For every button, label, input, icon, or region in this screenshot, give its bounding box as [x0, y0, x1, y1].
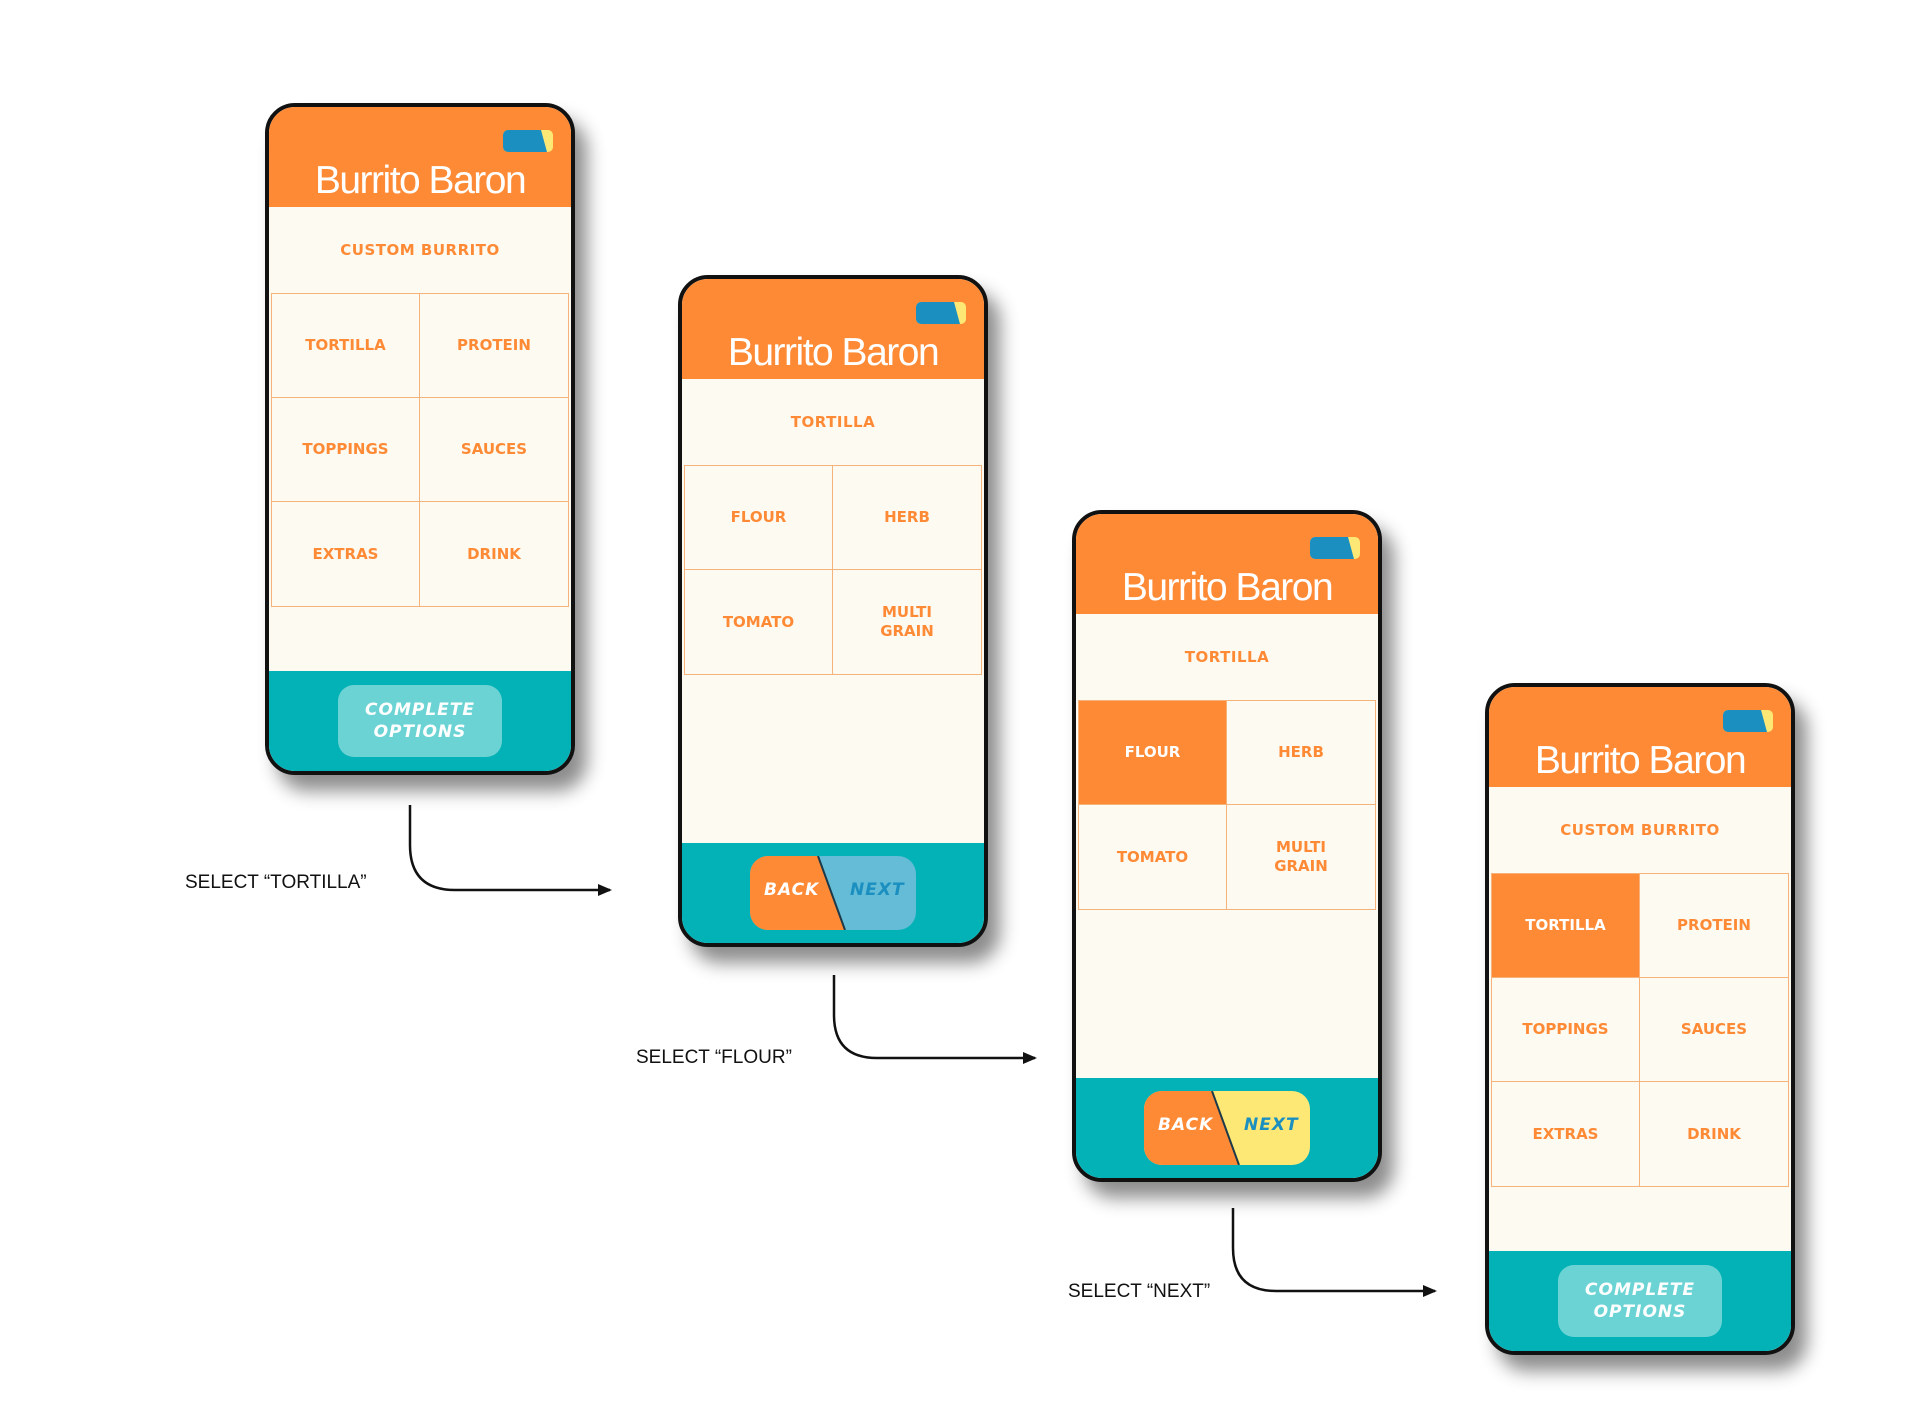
credit-card-icon[interactable] — [1723, 710, 1773, 732]
screen-title: TORTILLA — [790, 413, 876, 431]
option-protein[interactable]: PROTEIN — [1640, 874, 1789, 978]
back-button[interactable]: BACK — [1158, 1115, 1214, 1135]
option-tortilla[interactable]: TORTILLA — [271, 294, 420, 398]
option-tomato[interactable]: TOMATO — [1078, 805, 1227, 909]
credit-card-icon[interactable] — [1310, 537, 1360, 559]
app-header: Burrito Baron — [682, 279, 984, 379]
option-sauces[interactable]: SAUCES — [420, 398, 569, 502]
arrow-step-1 — [408, 805, 612, 896]
back-next-control: BACK NEXT — [1144, 1091, 1310, 1165]
screen-title: CUSTOM BURRITO — [1560, 821, 1720, 839]
option-multi-grain[interactable]: MULTI GRAIN — [833, 570, 982, 674]
app-header: Burrito Baron — [1489, 687, 1791, 787]
option-flour[interactable]: FLOUR — [1078, 701, 1227, 805]
option-multi-grain[interactable]: MULTI GRAIN — [1227, 805, 1376, 909]
option-toppings[interactable]: TOPPINGS — [1491, 978, 1640, 1082]
option-extras[interactable]: EXTRAS — [1491, 1082, 1640, 1186]
step-label-select-tortilla: SELECT “TORTILLA” — [185, 872, 367, 893]
brand-logo: Burrito Baron — [314, 159, 527, 202]
option-herb[interactable]: HERB — [833, 466, 982, 570]
back-button[interactable]: BACK — [764, 880, 820, 900]
step-label-select-flour: SELECT “FLOUR” — [636, 1047, 792, 1068]
next-button[interactable]: NEXT — [1244, 1115, 1299, 1135]
next-button[interactable]: NEXT — [850, 880, 905, 900]
option-tomato[interactable]: TOMATO — [684, 570, 833, 674]
screen-title: TORTILLA — [1184, 648, 1270, 666]
option-toppings[interactable]: TOPPINGS — [271, 398, 420, 502]
arrow-step-3 — [1231, 1208, 1437, 1297]
action-footer: BACK NEXT — [1076, 1078, 1378, 1178]
option-protein[interactable]: PROTEIN — [420, 294, 569, 398]
action-footer: BACK NEXT — [682, 843, 984, 943]
brand-logo: Burrito Baron — [1534, 739, 1747, 782]
app-header: Burrito Baron — [1076, 514, 1378, 614]
complete-options-button[interactable]: COMPLETE OPTIONS — [1558, 1265, 1722, 1337]
back-button-bg — [1144, 1091, 1239, 1165]
option-drink[interactable]: DRINK — [1640, 1082, 1789, 1186]
app-header: Burrito Baron — [269, 107, 571, 207]
back-next-control: BACK NEXT — [750, 856, 916, 930]
credit-card-icon[interactable] — [503, 130, 553, 152]
step-label-select-next: SELECT “NEXT” — [1068, 1281, 1211, 1302]
option-extras[interactable]: EXTRAS — [271, 502, 420, 606]
credit-card-icon[interactable] — [916, 302, 966, 324]
option-tortilla[interactable]: TORTILLA — [1491, 874, 1640, 978]
brand-logo: Burrito Baron — [1121, 566, 1334, 609]
back-button-bg — [750, 856, 845, 930]
action-footer: COMPLETE OPTIONS — [1489, 1251, 1791, 1351]
screen-title: CUSTOM BURRITO — [340, 241, 500, 259]
option-drink[interactable]: DRINK — [420, 502, 569, 606]
action-footer: COMPLETE OPTIONS — [269, 671, 571, 771]
complete-options-button[interactable]: COMPLETE OPTIONS — [338, 685, 502, 757]
brand-logo: Burrito Baron — [727, 331, 940, 374]
option-sauces[interactable]: SAUCES — [1640, 978, 1789, 1082]
arrow-step-2 — [832, 975, 1037, 1064]
option-herb[interactable]: HERB — [1227, 701, 1376, 805]
option-flour[interactable]: FLOUR — [684, 466, 833, 570]
